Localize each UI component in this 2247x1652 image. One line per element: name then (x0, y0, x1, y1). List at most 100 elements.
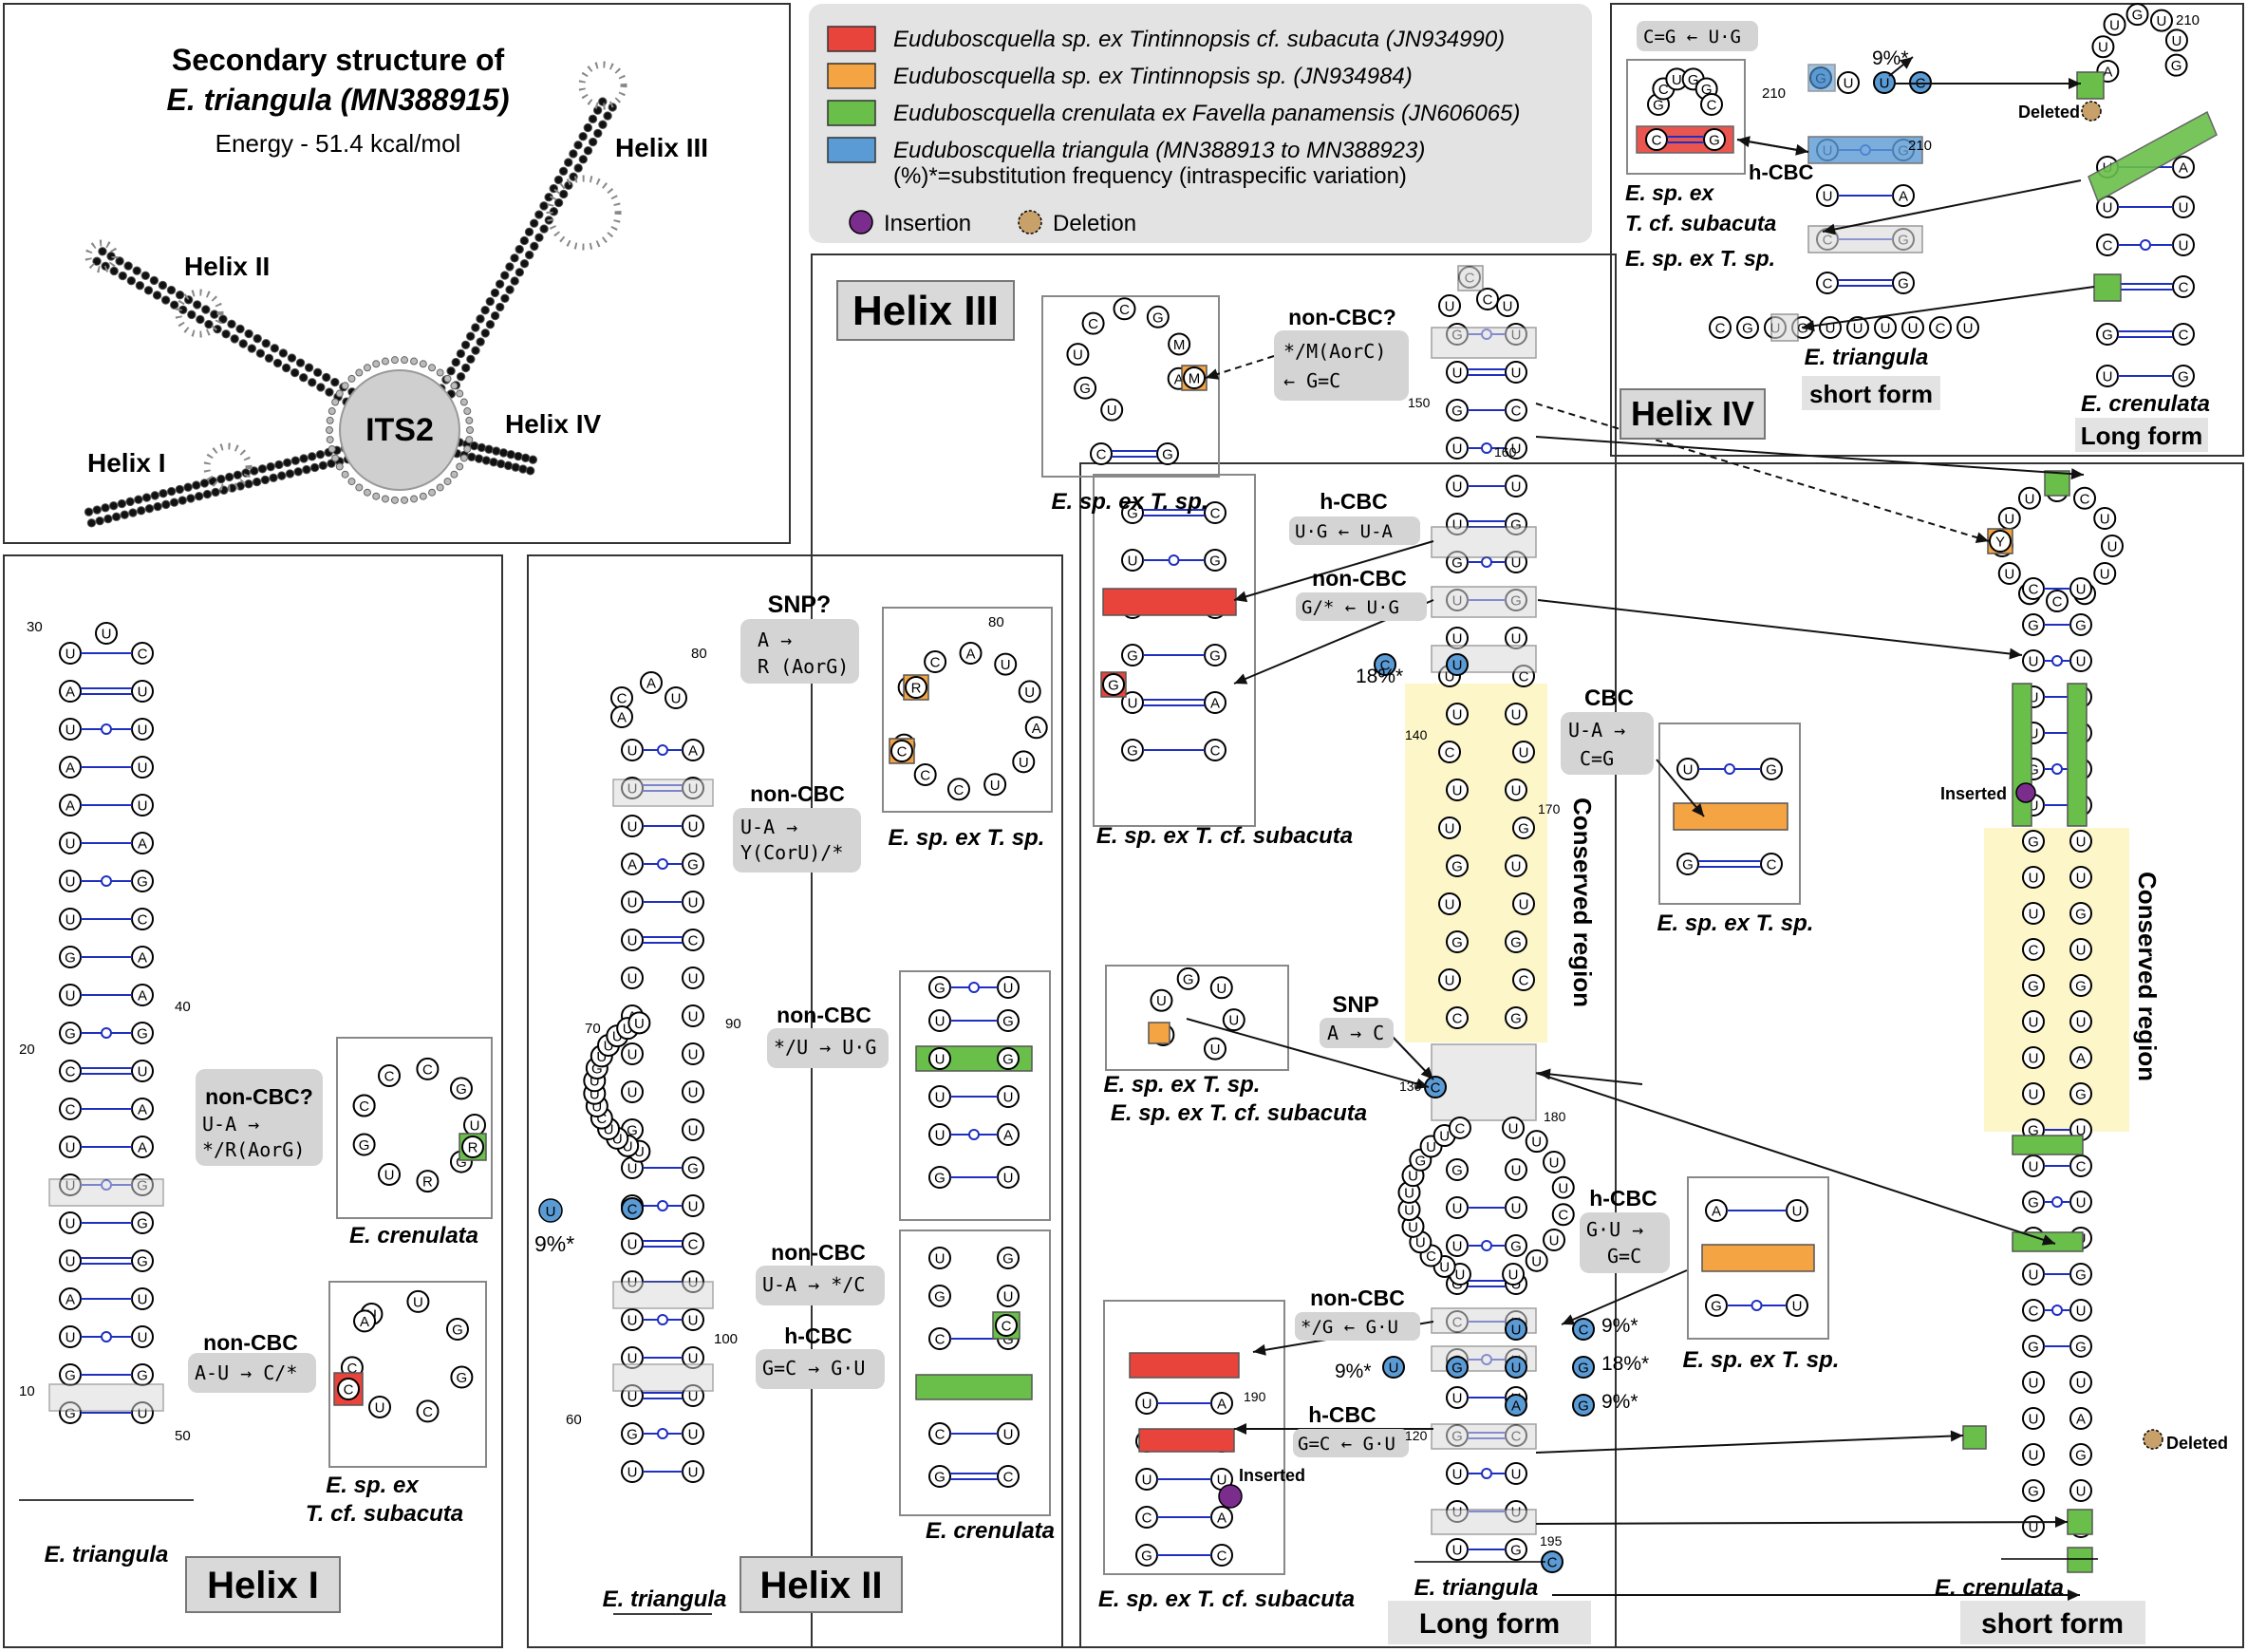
helix3-snp-box (1320, 1018, 1394, 1048)
svg-text:U: U (2076, 835, 2087, 851)
helix2-frame (527, 554, 1063, 1648)
svg-text:C: C (2179, 328, 2189, 344)
svg-text:G: G (2075, 979, 2087, 995)
helix2-variant-u-text: U (546, 1204, 556, 1220)
nucleotide: G (682, 853, 704, 875)
svg-text:G: G (1898, 276, 1909, 292)
svg-text:G: G (687, 857, 699, 873)
helix2-hcbc-title: h-CBC (784, 1323, 852, 1348)
svg-text:U: U (1001, 657, 1011, 673)
helix2-num-90: 90 (725, 1016, 741, 1032)
svg-text:G: G (1653, 98, 1664, 114)
svg-text:G: G (1510, 1239, 1522, 1255)
svg-text:U: U (1445, 299, 1455, 315)
helix2-title: Helix II (760, 1565, 883, 1606)
nucleotide: U (682, 1460, 704, 1483)
nucleotide: C (1551, 1203, 1575, 1227)
svg-text:A: A (138, 1102, 147, 1118)
svg-text:G: G (456, 1081, 467, 1098)
svg-text:G: G (2028, 618, 2039, 634)
nucleotide: G (1676, 853, 1699, 875)
svg-text:C: C (1452, 1011, 1463, 1027)
svg-text:G: G (591, 1061, 603, 1077)
nucleotide: U (682, 1118, 704, 1141)
svg-text:U: U (1128, 696, 1138, 712)
helix3-deleted: Deleted (2166, 1434, 2228, 1453)
nucleotide: C (682, 929, 704, 951)
nucleotide: U (95, 622, 118, 645)
svg-text:A: A (138, 836, 147, 853)
nucleotide: U (2022, 649, 2045, 672)
nucleotide: U (1505, 361, 1527, 384)
highlight-box (612, 1363, 714, 1392)
nucleotide: G (131, 1022, 154, 1044)
svg-text:C: C (1431, 1080, 1441, 1097)
svg-text:C: C (138, 647, 148, 663)
svg-text:A: A (1511, 1399, 1521, 1415)
helix3-inserted-2: Inserted (1940, 784, 2007, 803)
svg-text:U: U (604, 1038, 614, 1054)
svg-text:C: C (1511, 404, 1522, 420)
svg-text:G: G (2132, 8, 2144, 24)
helix2-crenulata-box-1 (899, 970, 1051, 1221)
nucleotide: U (928, 1247, 951, 1269)
helix2-sp-loop: RCAUUAUUCCURC (889, 642, 1048, 801)
svg-text:U: U (688, 819, 699, 835)
helix3-freq-9c: 9%* (1601, 1391, 1638, 1413)
helix2-noncbc1-line2: Y(CorU)/* (740, 841, 843, 864)
helix1-species-subacuta-1: E. sp. ex (326, 1473, 420, 1498)
svg-text:C: C (1519, 669, 1529, 685)
nucleotide: U (1543, 1229, 1566, 1251)
svg-text:G: G (2075, 1087, 2087, 1103)
svg-text:C: C (422, 1061, 433, 1078)
svg-text:U: U (2076, 654, 2087, 670)
svg-text:U: U (2029, 1376, 2039, 1392)
nucleotide: C (59, 1060, 82, 1082)
svg-text:U: U (1508, 1267, 1519, 1284)
nucleotide: R (461, 1136, 484, 1158)
svg-text:G: G (1451, 859, 1463, 875)
nucleotide: G (2069, 613, 2092, 636)
nucleotide: G (2069, 902, 2092, 925)
svg-text:G: G (1162, 447, 1173, 463)
nucleotide: U (2164, 28, 2188, 52)
nucleotide: U (2093, 507, 2117, 530)
nucleotide: U (2022, 1407, 2045, 1430)
helix3-hcbc3-title: h-CBC (1308, 1402, 1376, 1427)
svg-text:U: U (1511, 479, 1522, 496)
nucleotide: U (59, 1249, 82, 1272)
nucleotide: U (682, 1004, 704, 1027)
nucleotide: U (2101, 535, 2124, 557)
nucleotide: C (1541, 1550, 1564, 1573)
svg-text:U: U (1445, 973, 1455, 989)
nucleotide: U (1873, 71, 1896, 94)
svg-text:U: U (66, 647, 76, 663)
connector-arrow (1537, 1072, 1643, 1085)
helix3-num-140: 140 (1405, 727, 1428, 742)
svg-text:U: U (1511, 631, 1522, 648)
svg-text:U: U (604, 1122, 614, 1138)
svg-text:C: C (1715, 321, 1726, 337)
svg-text:G: G (1742, 321, 1753, 337)
svg-text:C: C (422, 1404, 433, 1420)
svg-text:G: G (2171, 58, 2182, 74)
overview-title-line2: E. triangula (MN388915) (167, 83, 510, 117)
helix3-freq-18b: 18%* (1601, 1353, 1649, 1375)
helix4-num-210a: 210 (1762, 85, 1786, 102)
helix3-conserved-left-label: Conserved region (1568, 798, 1597, 1007)
svg-text:G: G (1152, 310, 1164, 326)
svg-text:C: C (1652, 133, 1662, 149)
svg-text:A: A (138, 988, 147, 1004)
nucleotide: U (621, 739, 644, 761)
svg-text:U: U (627, 1351, 638, 1367)
svg-text:U: U (1511, 555, 1522, 572)
helix3-hcbc2-line2: G=C (1607, 1245, 1641, 1267)
helix3-conserved-right-label: Conserved region (2133, 872, 2162, 1081)
helix2-noncbc1-line1: U-A → (740, 816, 797, 838)
svg-text:U: U (1519, 745, 1529, 761)
nucleotide: C (997, 1465, 1020, 1488)
svg-text:G: G (137, 874, 148, 891)
svg-text:G: G (1701, 82, 1713, 98)
nucleotide: G (131, 870, 154, 892)
